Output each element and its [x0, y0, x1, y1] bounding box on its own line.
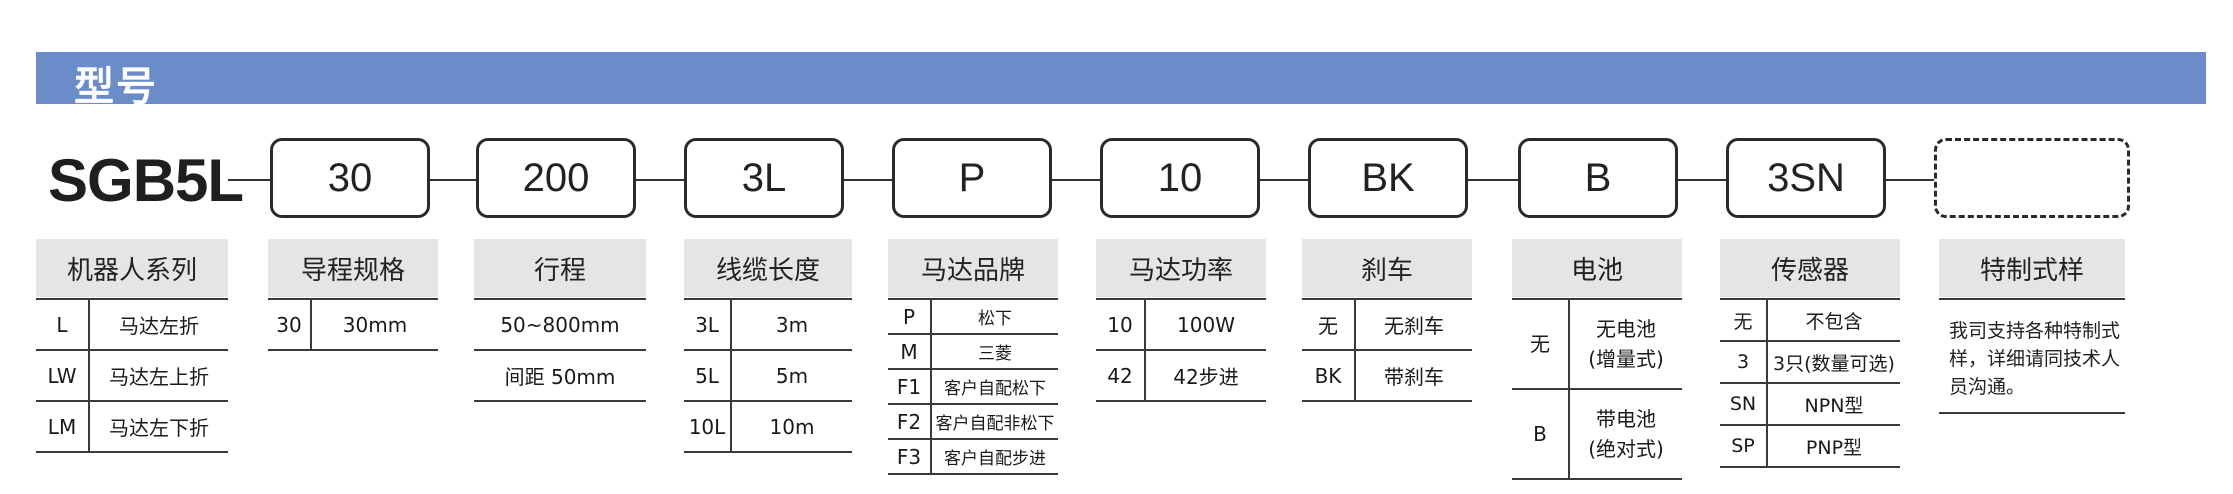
connector-line [1260, 179, 1308, 181]
header-stroke: 行程 [474, 239, 646, 297]
divider [1939, 298, 2125, 300]
code-box-brake: BK [1308, 138, 1468, 218]
code-box-battery: B [1518, 138, 1678, 218]
header-brake: 刹车 [1302, 239, 1472, 297]
connector-line [228, 179, 270, 181]
divider [1939, 412, 2125, 414]
header-motor-brand: 马达品牌 [888, 239, 1058, 297]
code-box-cable: 3L [684, 138, 844, 218]
code-box-motor-brand: P [892, 138, 1052, 218]
table-row: B 带电池(绝对式) [1512, 389, 1682, 480]
table-row: 无不包含 [1720, 298, 1900, 342]
section-title: 型号 [74, 64, 158, 110]
table-battery: 无 无电池(增量式) B 带电池(绝对式) [1512, 298, 1682, 480]
connector-line [1468, 179, 1518, 181]
code-box-motor-power: 10 [1100, 138, 1260, 218]
table-stroke: 50~800mm 间距 50mm [474, 298, 646, 402]
model-prefix: SGB5L [48, 147, 244, 214]
connector-line [1678, 179, 1726, 181]
section-banner: 型号 [36, 52, 2206, 110]
header-robot-series: 机器人系列 [36, 239, 228, 297]
header-cable-length: 线缆长度 [684, 239, 852, 297]
header-custom: 特制式样 [1939, 239, 2125, 297]
table-row: 50~800mm [474, 298, 646, 351]
header-motor-power: 马达功率 [1096, 239, 1266, 297]
header-sensor: 传感器 [1720, 239, 1900, 297]
code-box-stroke: 200 [476, 138, 636, 218]
code-box-sensor: 3SN [1726, 138, 1886, 218]
connector-line [430, 179, 476, 181]
connector-line [1052, 179, 1100, 181]
header-lead-spec: 导程规格 [268, 239, 438, 297]
connector-line [844, 179, 892, 181]
header-battery: 电池 [1512, 239, 1682, 297]
table-row: 间距 50mm [474, 350, 646, 402]
code-box-custom [1934, 138, 2130, 218]
code-box-lead: 30 [270, 138, 430, 218]
custom-note: 我司支持各种特制式样，详细请同技术人员沟通。 [1949, 320, 2121, 398]
connector-line [636, 179, 684, 181]
connector-line [1886, 179, 1934, 181]
table-row: 无 无电池(增量式) [1512, 298, 1682, 390]
table-row: 无无刹车 [1302, 298, 1472, 351]
